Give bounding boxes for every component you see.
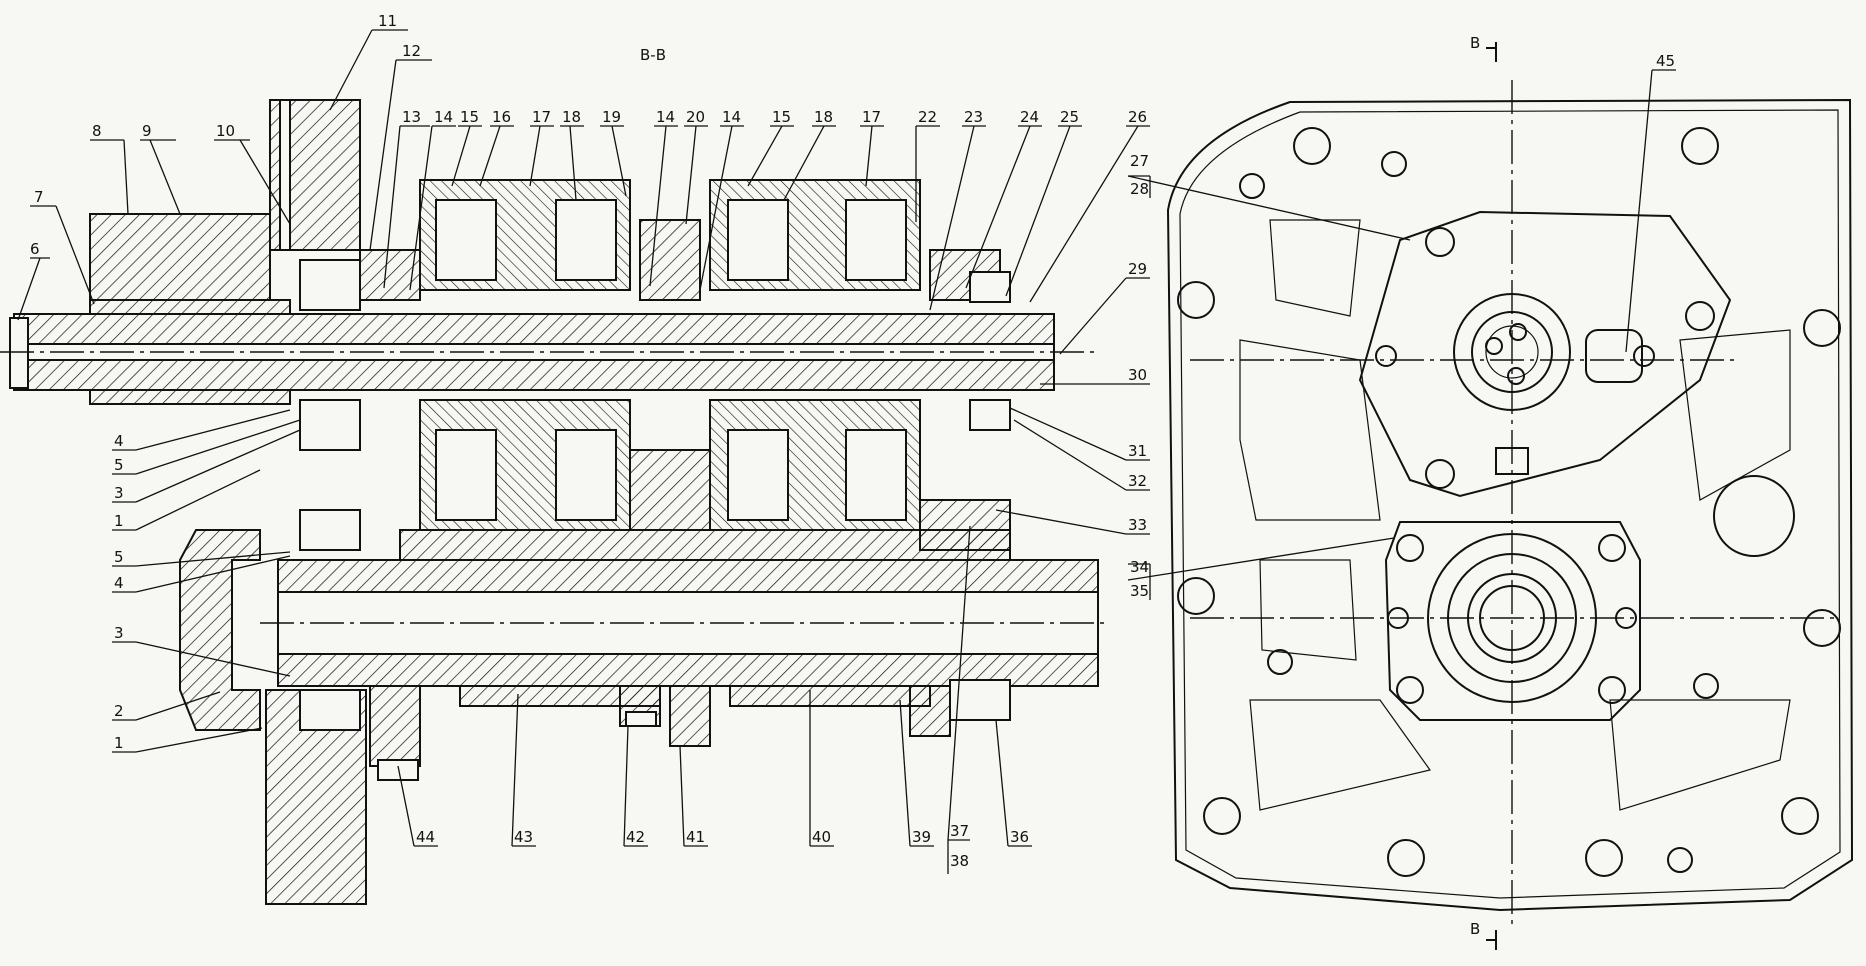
callout-36: 36 bbox=[1010, 828, 1029, 846]
callout-17b: 17 bbox=[862, 108, 881, 126]
callout-3b: 3 bbox=[114, 624, 124, 642]
view-mark-top: В bbox=[1470, 34, 1480, 52]
callout-14b: 14 bbox=[656, 108, 675, 126]
callout-11: 11 bbox=[378, 12, 397, 30]
callout-37: 37 bbox=[950, 822, 969, 840]
callout-15a: 15 bbox=[460, 108, 479, 126]
callout-24: 24 bbox=[1020, 108, 1039, 126]
callout-31: 31 bbox=[1128, 442, 1147, 460]
section-title: В-В bbox=[640, 46, 666, 64]
callout-8: 8 bbox=[92, 122, 102, 140]
callout-2: 2 bbox=[114, 702, 124, 720]
callout-20: 20 bbox=[686, 108, 705, 126]
callout-12: 12 bbox=[402, 42, 421, 60]
callout-35: 35 bbox=[1130, 582, 1149, 600]
callout-7: 7 bbox=[34, 188, 44, 206]
callout-3a: 3 bbox=[114, 484, 124, 502]
callout-41: 41 bbox=[686, 828, 705, 846]
callout-23: 23 bbox=[964, 108, 983, 126]
callout-29: 29 bbox=[1128, 260, 1147, 278]
callout-10: 10 bbox=[216, 122, 235, 140]
callout-5a: 5 bbox=[114, 456, 124, 474]
callout-25: 25 bbox=[1060, 108, 1079, 126]
callout-30: 30 bbox=[1128, 366, 1147, 384]
view-mark-bottom: В bbox=[1470, 920, 1480, 938]
callout-13: 13 bbox=[402, 108, 421, 126]
callout-15b: 15 bbox=[772, 108, 791, 126]
callout-18a: 18 bbox=[562, 108, 581, 126]
callout-45: 45 bbox=[1656, 52, 1675, 70]
callout-4b: 4 bbox=[114, 574, 124, 592]
callout-6: 6 bbox=[30, 240, 40, 258]
callout-1a: 1 bbox=[114, 512, 124, 530]
callout-16: 16 bbox=[492, 108, 511, 126]
callout-18b: 18 bbox=[814, 108, 833, 126]
callout-27: 27 bbox=[1130, 152, 1149, 170]
callout-33: 33 bbox=[1128, 516, 1147, 534]
callout-14c: 14 bbox=[722, 108, 741, 126]
callout-5b: 5 bbox=[114, 548, 124, 566]
callout-34: 34 bbox=[1130, 558, 1149, 576]
callout-38: 38 bbox=[950, 852, 969, 870]
callout-44: 44 bbox=[416, 828, 435, 846]
callout-40: 40 bbox=[812, 828, 831, 846]
callout-42: 42 bbox=[626, 828, 645, 846]
callout-1b: 1 bbox=[114, 734, 124, 752]
callout-39: 39 bbox=[912, 828, 931, 846]
callout-4a: 4 bbox=[114, 432, 124, 450]
callout-28: 28 bbox=[1130, 180, 1149, 198]
section-view: В-В bbox=[0, 12, 1676, 905]
callout-19: 19 bbox=[602, 108, 621, 126]
callout-26: 26 bbox=[1128, 108, 1147, 126]
callout-9: 9 bbox=[142, 122, 152, 140]
callout-22: 22 bbox=[918, 108, 937, 126]
callout-32: 32 bbox=[1128, 472, 1147, 490]
end-view: В В bbox=[1166, 34, 1854, 950]
callout-43: 43 bbox=[514, 828, 533, 846]
callout-14a: 14 bbox=[434, 108, 453, 126]
callout-17a: 17 bbox=[532, 108, 551, 126]
